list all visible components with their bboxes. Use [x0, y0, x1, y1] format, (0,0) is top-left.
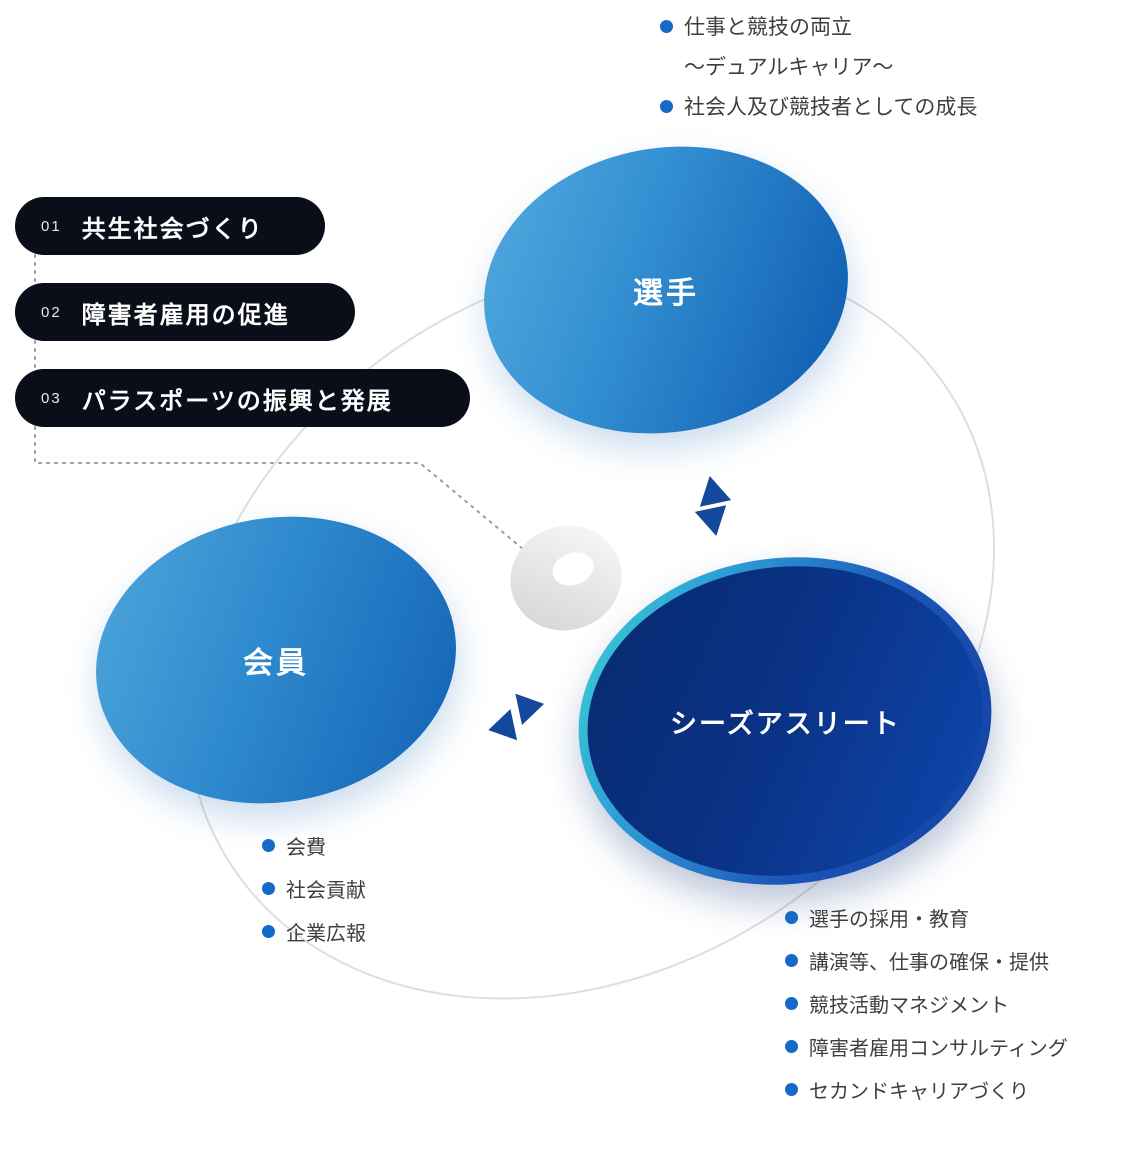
players-notes: 仕事と競技の両立 〜デュアルキャリア〜 社会人及び競技者としての成長	[660, 6, 977, 126]
players-note-text: 社会人及び競技者としての成長	[684, 96, 978, 119]
goals-connector-line	[34, 254, 549, 571]
players-note-item: 社会人及び競技者としての成長	[660, 86, 977, 126]
bullet-icon	[262, 882, 275, 895]
members-note-text: 企業広報	[286, 923, 366, 945]
goal-number: 03	[41, 389, 62, 407]
members-notes: 会費 社会貢献 企業広報	[262, 824, 366, 953]
seeds-note-item: セカンドキャリアづくり	[785, 1068, 1068, 1111]
goal-pill-01: 01 共生社会づくり	[15, 197, 325, 255]
goal-label: 共生社会づくり	[81, 215, 264, 243]
members-note-text: 社会貢献	[286, 880, 366, 902]
seeds-note-text: 講演等、仕事の確保・提供	[809, 952, 1049, 974]
goal-pill-02: 02 障害者雇用の促進	[15, 283, 355, 341]
players-note-text: 仕事と競技の両立	[684, 16, 852, 39]
seeds-note-text: 選手の採用・教育	[809, 909, 969, 931]
seeds-note-item: 障害者雇用コンサルティング	[785, 1025, 1068, 1068]
hub-ellipse-icon	[510, 525, 622, 631]
bullet-icon	[262, 839, 275, 852]
bullet-icon	[660, 19, 673, 33]
seeds-note-item: 選手の採用・教育	[785, 896, 1068, 939]
node-players-label: 選手	[633, 277, 699, 310]
goal-label: 障害者雇用の促進	[81, 301, 290, 329]
seeds-note-text: セカンドキャリアづくり	[809, 1081, 1029, 1103]
goal-number: 02	[41, 303, 62, 321]
orbit-ring	[184, 256, 996, 1000]
bullet-icon	[785, 1083, 798, 1096]
members-note-text: 会費	[286, 837, 326, 859]
goal-number: 01	[41, 217, 62, 235]
bullet-icon	[262, 925, 275, 938]
bullet-icon	[785, 911, 798, 924]
bullet-icon	[785, 954, 798, 967]
seeds-notes: 選手の採用・教育 講演等、仕事の確保・提供 競技活動マネジメント 障害者雇用コン…	[785, 896, 1068, 1111]
node-seeds-label: シーズアスリート	[669, 708, 901, 739]
swap-arrows-horizontal-icon	[488, 693, 545, 741]
goal-label: パラスポーツの振興と発展	[81, 387, 393, 415]
members-note-item: 社会貢献	[262, 867, 366, 910]
members-note-item: 企業広報	[262, 910, 366, 953]
swap-arrows-vertical-icon	[694, 476, 732, 536]
goal-pill-03: 03 パラスポーツの振興と発展	[15, 369, 470, 427]
players-note-item: 仕事と競技の両立	[660, 6, 977, 46]
node-members-label: 会員	[243, 647, 309, 680]
players-note-subitem: 〜デュアルキャリア〜	[660, 46, 977, 86]
bullet-icon	[660, 99, 673, 113]
seeds-note-item: 競技活動マネジメント	[785, 982, 1068, 1025]
seeds-note-text: 障害者雇用コンサルティング	[809, 1038, 1068, 1060]
members-note-item: 会費	[262, 824, 366, 867]
seeds-note-text: 競技活動マネジメント	[809, 995, 1009, 1017]
players-note-subtext: 〜デュアルキャリア〜	[684, 56, 894, 79]
bullet-icon	[785, 997, 798, 1010]
bullet-icon	[785, 1040, 798, 1053]
seeds-note-item: 講演等、仕事の確保・提供	[785, 939, 1068, 982]
